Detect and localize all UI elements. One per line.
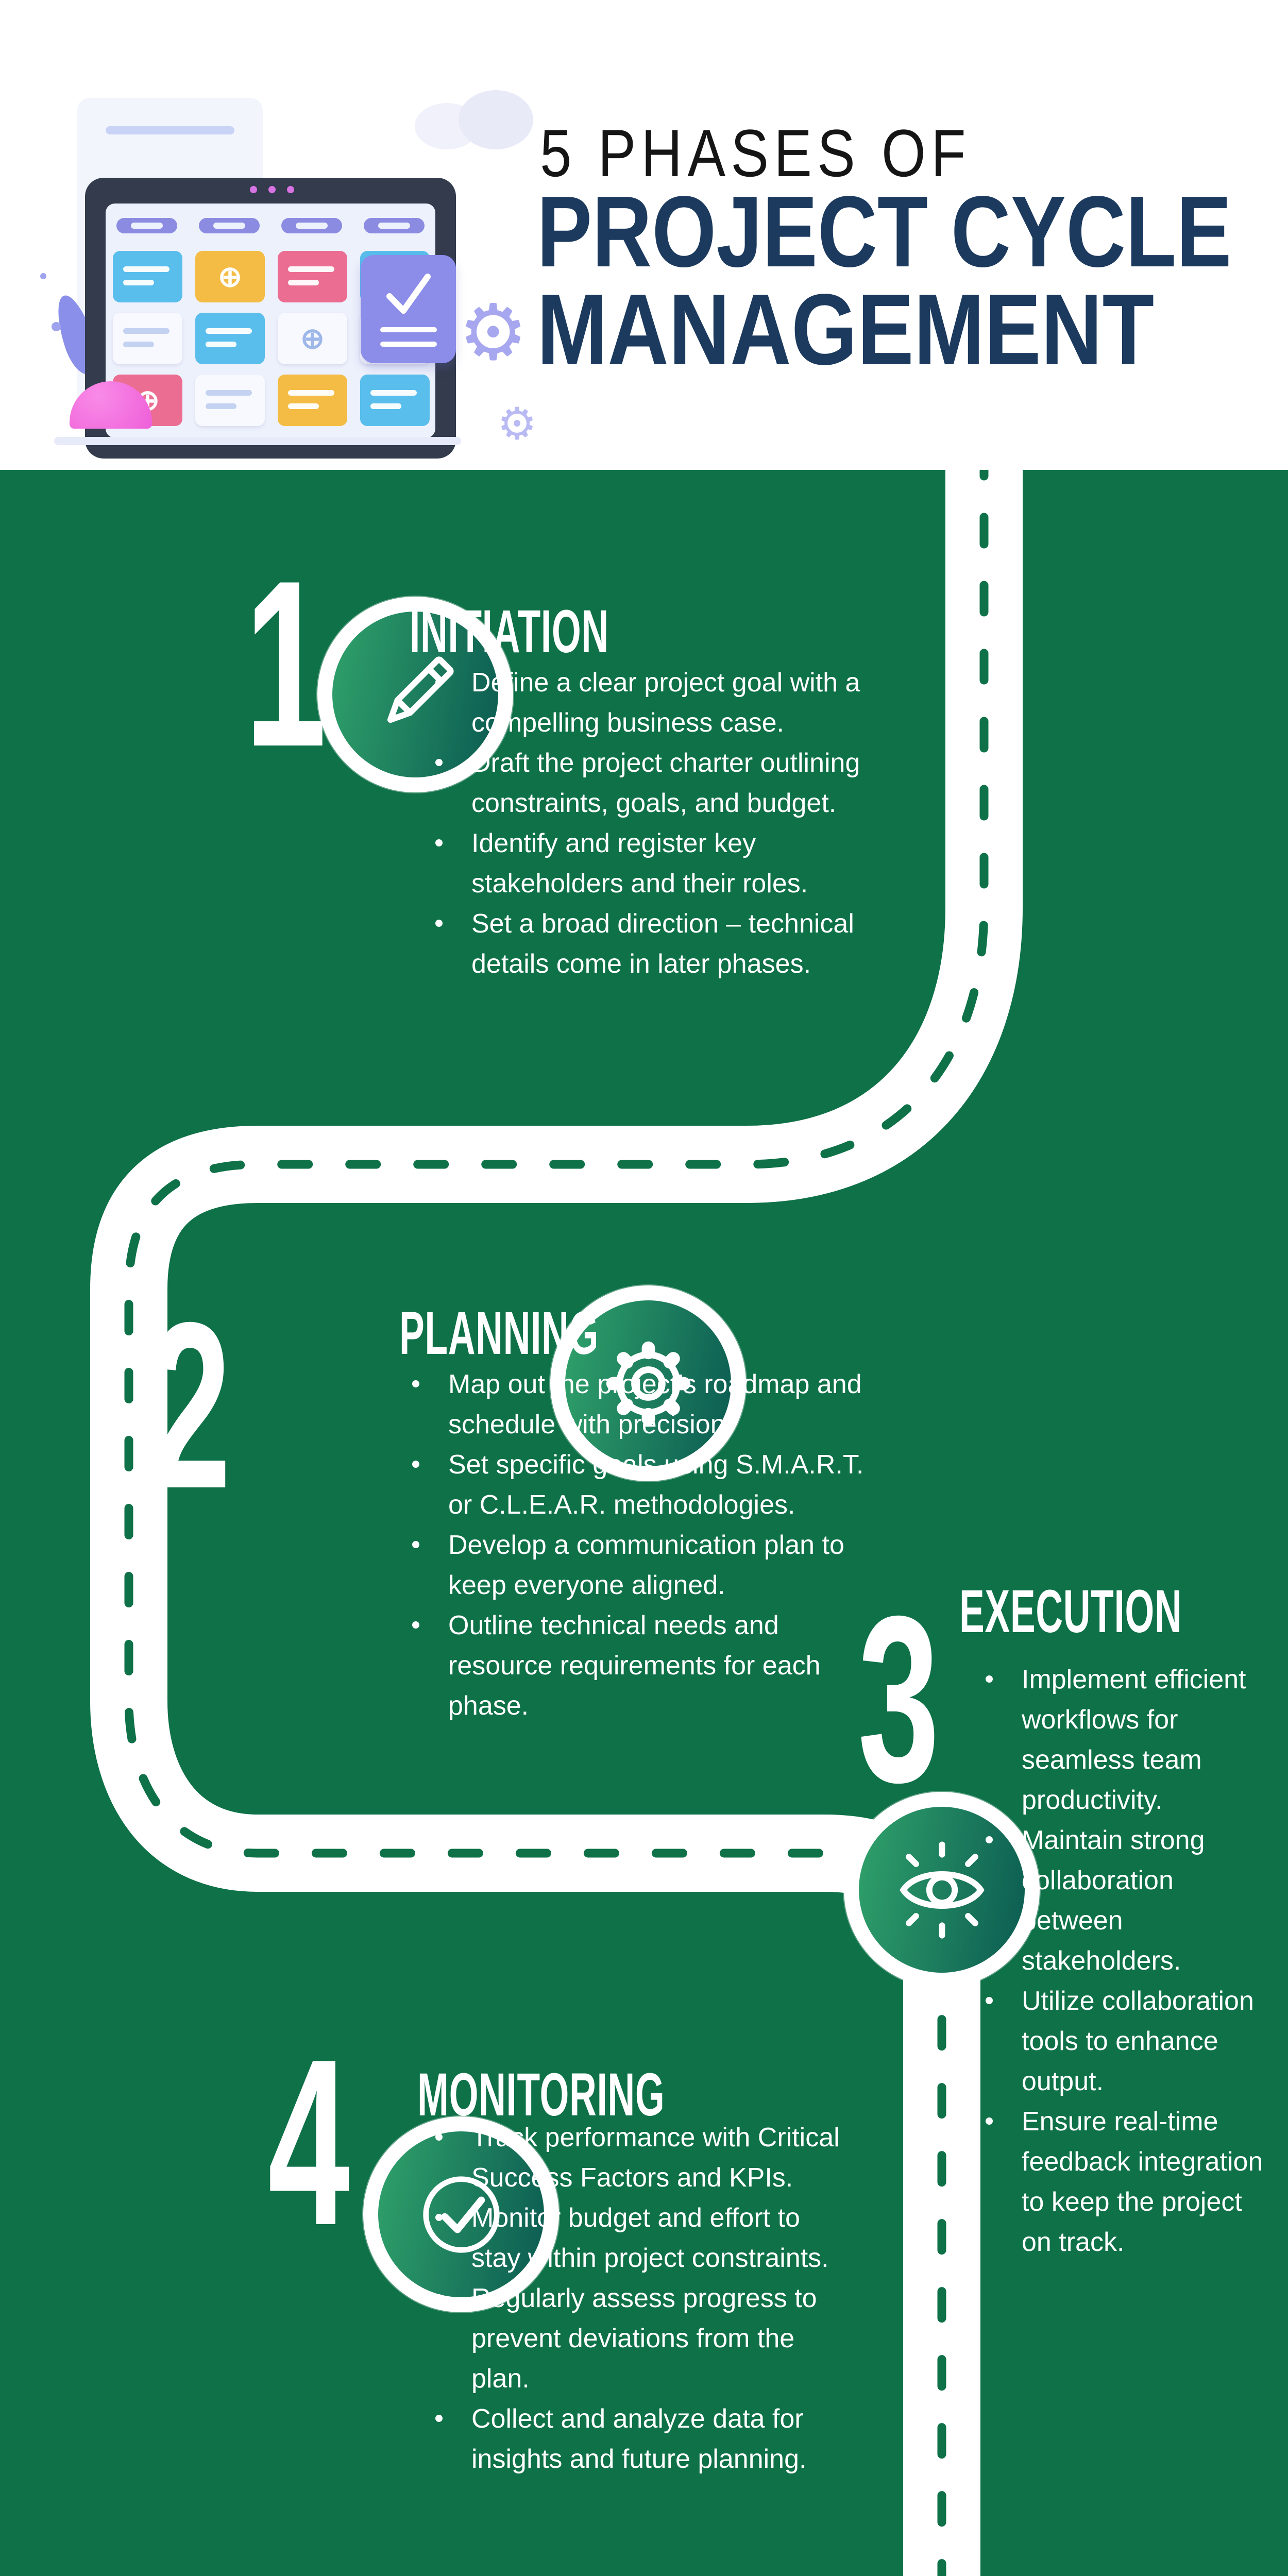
- bullet-item: Track performance with Critical Success …: [431, 2117, 921, 2198]
- bullet-item: Regularly assess progress to prevent dev…: [431, 2278, 921, 2399]
- phase-number-text: 1: [245, 532, 327, 796]
- title-text: MANAGEMENT: [537, 273, 1155, 386]
- dot-decoration: [40, 273, 46, 279]
- dot-decoration: [52, 322, 61, 331]
- phase-circle-closing: [363, 2116, 559, 2312]
- phase-number-text: 4: [268, 2010, 350, 2275]
- gear-decoration-icon: ⚙: [497, 399, 537, 449]
- phase-number-3: 3: [858, 1581, 990, 1818]
- bullet-item: Utilize collaboration tools to enhance o…: [981, 1981, 1270, 2102]
- checklist-line: [380, 342, 437, 347]
- check-icon: [386, 274, 431, 314]
- phase-title-initiation: INITIATION: [410, 601, 731, 662]
- phase-circle-monitoring: [844, 1792, 1040, 1988]
- bullet-item: Collect and analyze data for insights an…: [431, 2399, 921, 2479]
- phase-circle-gradient: [378, 2131, 544, 2297]
- board-column-header: [199, 218, 260, 233]
- bullet-item: Maintain strong collaboration between st…: [981, 1820, 1270, 1981]
- gear-icon: [606, 1341, 690, 1426]
- phase-bullets-execution: Implement efficient workflows for seamle…: [981, 1659, 1270, 2262]
- kanban-card: [195, 313, 265, 364]
- kanban-card: ⊕: [278, 313, 347, 364]
- phase-bullets-initiation: Define a clear project goal with a compe…: [431, 663, 921, 984]
- checklist-line: [380, 327, 437, 332]
- green-background: [0, 470, 1288, 2576]
- paper-line: [106, 126, 234, 134]
- eye-icon: [899, 1841, 985, 1939]
- phase-circle-gradient: [565, 1300, 731, 1466]
- bullet-item: Set specific goals using S.M.A.R.T. or C…: [408, 1445, 903, 1525]
- bullet-item: Monitor budget and effort to stay within…: [431, 2198, 921, 2278]
- kanban-card: [278, 375, 347, 426]
- check-icon: [422, 2176, 500, 2253]
- bullet-item: Ensure real-time feedback integration to…: [981, 2102, 1270, 2262]
- kanban-card: [360, 375, 430, 426]
- phase-title-planning: PLANNING: [399, 1303, 721, 1364]
- phase-number-2: 2: [149, 1287, 281, 1524]
- road-center-dashes: [124, 470, 989, 2576]
- phase-circle-execution: [550, 1285, 746, 1481]
- phase-number-text: 2: [149, 1274, 231, 1538]
- header-kicker: 5 PHASES OF: [540, 120, 1047, 187]
- bullet-item: Develop a communication plan to keep eve…: [408, 1525, 903, 1605]
- kanban-illustration: ⚙ ⚙ ⊕ ⊕ ⊕: [31, 52, 537, 459]
- kanban-card: [113, 251, 182, 302]
- cloud-icon: [415, 90, 533, 149]
- bullet-item: Implement efficient workflows for seamle…: [981, 1659, 1270, 1820]
- phase-title-text: PLANNING: [399, 1299, 599, 1367]
- phase-circle-gradient: [859, 1807, 1025, 1973]
- board-column-header: [281, 218, 342, 233]
- tablet-window-dots: [250, 186, 294, 193]
- title-text: PROJECT CYCLE: [537, 175, 1232, 288]
- pencil-baseline-decoration: [54, 437, 461, 445]
- board-column-header: [116, 218, 177, 233]
- kanban-card: ⊕: [195, 251, 265, 302]
- board-column-header: [364, 218, 425, 233]
- bullet-item: Draft the project charter outlining cons…: [431, 743, 921, 823]
- kanban-card: [195, 375, 265, 426]
- checklist-card: [361, 255, 456, 363]
- kanban-card: [113, 313, 182, 364]
- phase-number-text: 3: [858, 1567, 940, 1832]
- phase-circle-gradient: [332, 612, 498, 777]
- phase-title-execution: EXECUTION: [959, 1581, 1288, 1642]
- header: 5 PHASES OF PROJECT CYCLE MANAGEMENT ⚙ ⚙: [0, 0, 1288, 470]
- bullet-item: Map out the project’s roadmap and schedu…: [408, 1364, 903, 1445]
- road-path: [90, 470, 1023, 2576]
- phase-bullets-planning: Map out the project’s roadmap and schedu…: [408, 1364, 903, 1726]
- header-title-line1: PROJECT CYCLE: [537, 181, 1288, 282]
- phase-number-1: 1: [245, 546, 377, 783]
- bullet-item: Define a clear project goal with a compe…: [431, 663, 921, 743]
- bullet-item: Outline technical needs and resource req…: [408, 1605, 903, 1726]
- kanban-card: [278, 251, 347, 302]
- phase-title-text: MONITORING: [417, 2061, 665, 2129]
- phase-circle-planning: [317, 597, 513, 792]
- kicker-text: 5 PHASES OF: [540, 115, 971, 191]
- phase-bullets-monitoring: Track performance with Critical Success …: [431, 2117, 921, 2479]
- bullet-item: Identify and register key stakeholders a…: [431, 823, 921, 904]
- phase-title-monitoring: MONITORING: [417, 2064, 817, 2125]
- header-title-line2: MANAGEMENT: [537, 279, 1272, 380]
- bullet-item: Set a broad direction – technical detail…: [431, 904, 921, 984]
- phase-title-text: EXECUTION: [959, 1578, 1182, 1646]
- phase-number-4: 4: [268, 2024, 400, 2261]
- gear-decoration-icon: ⚙: [459, 289, 528, 376]
- phase-title-text: INITIATION: [410, 598, 609, 666]
